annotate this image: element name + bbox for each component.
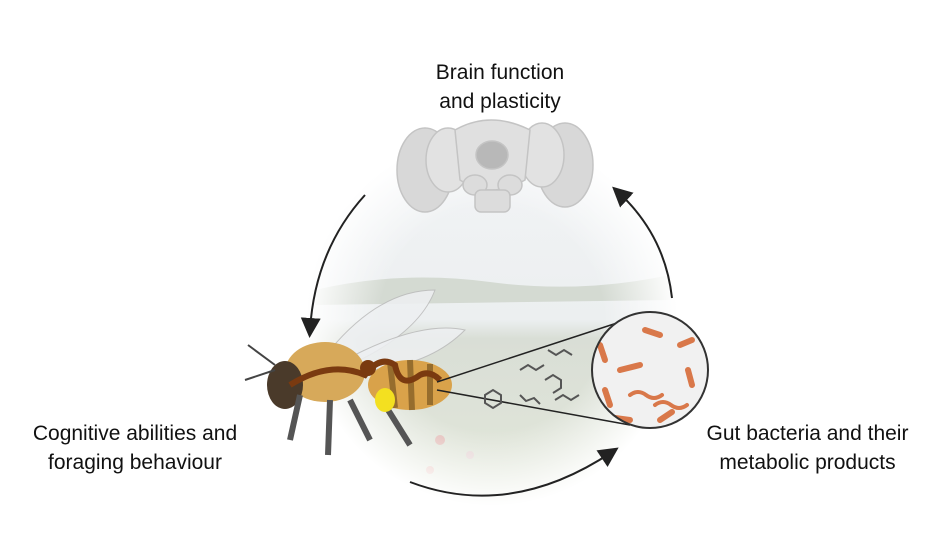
label-brain-function: Brain function and plasticity bbox=[400, 58, 600, 116]
label-line: Cognitive abilities and bbox=[32, 422, 238, 445]
label-cognitive-abilities: Cognitive abilities and foraging behavio… bbox=[5, 419, 265, 477]
arrow-gut-to-brain bbox=[612, 186, 673, 299]
label-line: and plasticity bbox=[439, 90, 561, 113]
meadow-landscape bbox=[306, 134, 678, 506]
label-gut-bacteria: Gut bacteria and their metabolic product… bbox=[680, 419, 935, 477]
label-line: Gut bacteria and their bbox=[706, 422, 909, 445]
metabolite-molecules bbox=[484, 348, 580, 410]
arrow-behaviour-to-gut bbox=[409, 447, 619, 497]
bee-brain-illustration bbox=[396, 119, 594, 213]
gut-bacteria-magnified bbox=[591, 311, 709, 429]
magnification-lines bbox=[436, 321, 631, 426]
label-line: Brain function bbox=[435, 61, 565, 84]
cycle-arrows bbox=[300, 186, 673, 497]
label-line: metabolic products bbox=[719, 451, 896, 474]
honeybee-illustration bbox=[244, 289, 466, 456]
arrow-brain-to-behaviour bbox=[300, 194, 366, 338]
label-line: foraging behaviour bbox=[48, 451, 222, 474]
